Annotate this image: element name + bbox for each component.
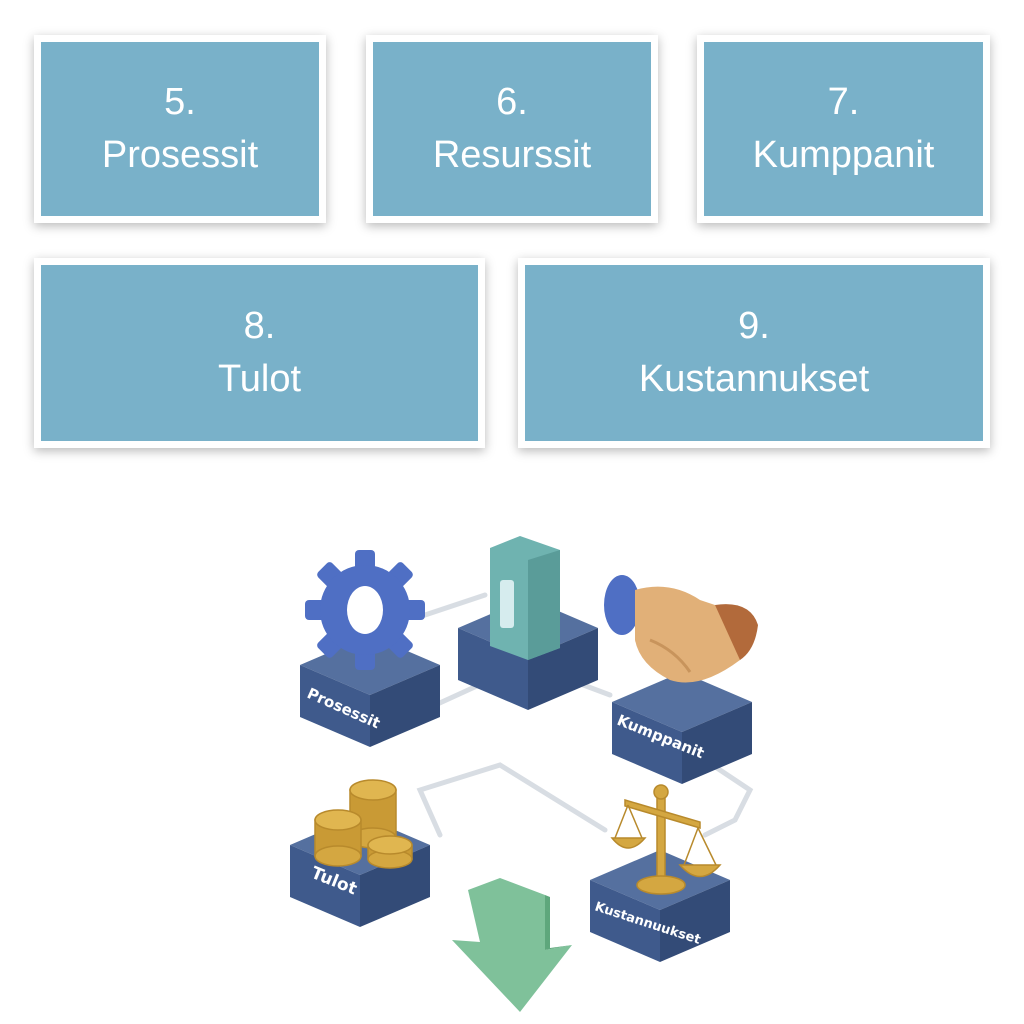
card-number: 9. (738, 304, 770, 347)
card-title: Kumppanit (752, 134, 935, 176)
card-tulot: 8. Tulot (34, 258, 485, 448)
gear-icon (305, 550, 425, 670)
card-title: Prosessit (101, 134, 259, 176)
scales-icon (610, 784, 722, 895)
card-title: Resurssit (432, 134, 592, 176)
card-resurssit: 6. Resurssit (366, 35, 658, 223)
platform-tulot: Tulot (290, 815, 430, 927)
card-title: Kustannukset (638, 358, 870, 400)
card-number: 7. (827, 80, 860, 123)
coins-icon (314, 779, 413, 869)
card-number: 6. (496, 80, 528, 123)
card-kumppanit: 7. Kumppanit (697, 35, 990, 223)
card-number: 8. (243, 304, 276, 347)
platform-prosessit: Prosessit (300, 635, 440, 747)
resource-block-icon (490, 536, 560, 660)
handshake-icon (604, 575, 758, 683)
card-prosessit: 5. Prosessit (34, 35, 326, 223)
down-arrow-icon (452, 878, 572, 1012)
card-title: Tulot (217, 358, 302, 400)
platform-kustannukset: Kustannuukset (590, 850, 730, 962)
platform-kumppanit: Kumppanit (612, 672, 752, 784)
card-number: 5. (164, 80, 196, 123)
card-kustannukset: 9. Kustannukset (518, 258, 990, 448)
